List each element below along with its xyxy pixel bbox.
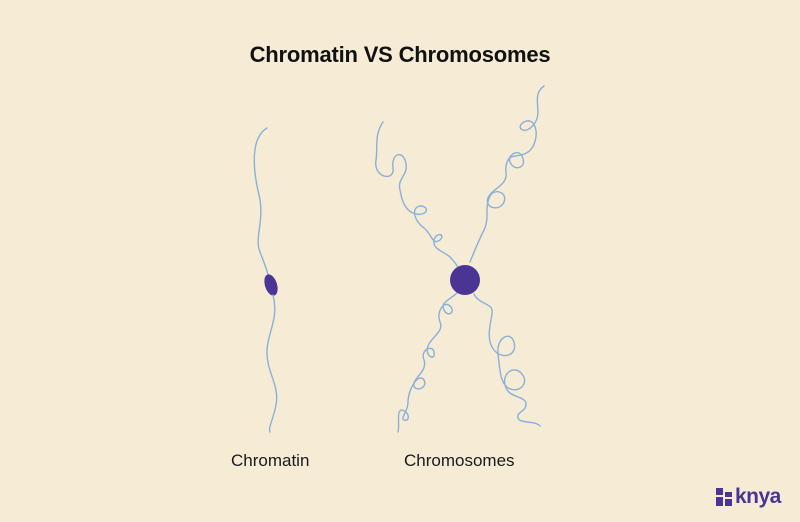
chromosome-arm-upper-left [375,121,462,273]
chromatin-strand-upper [253,127,270,279]
chromatin-label: Chromatin [231,451,310,470]
chromosome-centromere [450,265,480,295]
chromosome-arm-lower-left [397,291,459,433]
logo-text: knya [735,485,781,508]
brand-logo: knya [716,486,781,507]
chromatin-illustration [253,127,278,433]
chromosome-arm-lower-right [473,293,541,427]
chromatin-centromere [264,274,278,296]
chromosome-arm-upper-right [469,85,545,263]
chromosomes-label: Chromosomes [404,451,515,470]
chromatin-strand-lower [266,294,278,433]
knya-logo-icon [716,487,732,506]
page-title: Chromatin VS Chromosomes [249,42,551,67]
chromosome-illustration [375,85,545,433]
